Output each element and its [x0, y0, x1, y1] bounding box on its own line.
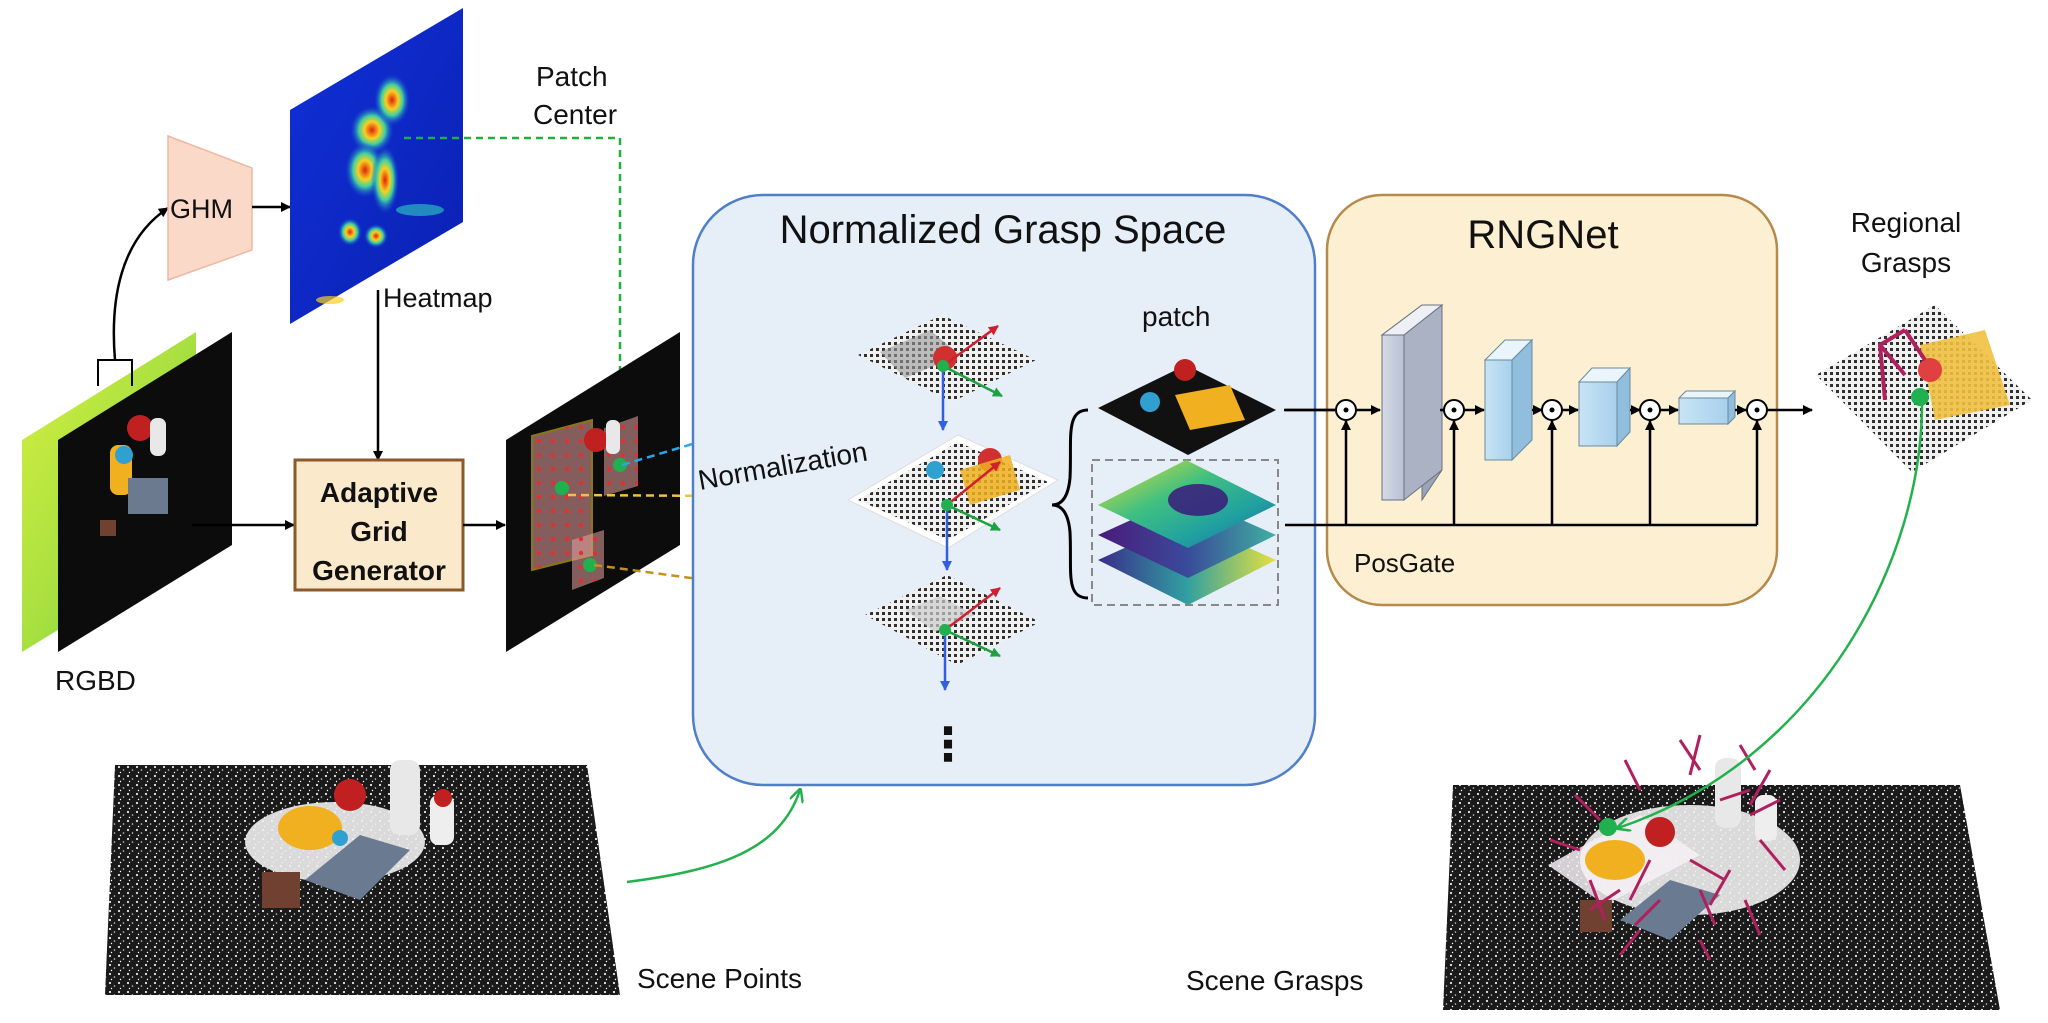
normalized-patch-3	[865, 575, 1040, 691]
brown-dashed-link	[593, 563, 946, 616]
scene-points-label: Scene Points	[637, 963, 802, 994]
regional-grasps-patch	[1816, 305, 2032, 472]
rngnet-gates-blocks: PosGate	[1285, 338, 1813, 578]
rgbd-to-ghm-arrow	[112, 206, 169, 361]
regional-to-scene-arrow	[1618, 403, 1924, 828]
conv-block-3	[1577, 366, 1632, 448]
patch-label: patch	[1142, 301, 1211, 332]
posgate-label: PosGate	[1354, 548, 1455, 578]
gate-2	[1443, 399, 1465, 421]
heatmap-image	[290, 8, 463, 324]
generator-box	[293, 458, 465, 592]
patch-center-label-line1: Patch	[536, 61, 608, 92]
conv-block-2	[1483, 338, 1534, 462]
conv-block-4	[1677, 389, 1737, 426]
objects-thumbnail	[100, 415, 168, 536]
gate-1	[1335, 399, 1357, 421]
adaptive-grid-generator: Adaptive Grid Generator	[293, 458, 465, 592]
ellipsis-more-patches: ⋮	[925, 718, 971, 770]
gate-5	[1746, 399, 1768, 421]
patch-rgb-image	[1098, 359, 1276, 455]
scene-grasps-cloud	[1443, 734, 2000, 1010]
gate-4	[1639, 399, 1661, 421]
ghm-module: GHM	[167, 134, 253, 282]
normalized-grasp-space: Normalized Grasp Space Normalization	[691, 193, 1317, 787]
ghm-trapezoid	[167, 134, 253, 282]
rngnet-title: RNGNet	[1467, 213, 1618, 257]
ghm-label: GHM	[170, 194, 233, 224]
normalized-patch-1	[858, 315, 1036, 431]
scene-to-normalized-arrow	[626, 790, 800, 884]
gate-3	[1541, 399, 1563, 421]
adaptive-grid-image	[506, 332, 680, 652]
generator-label-line1: Adaptive	[320, 477, 438, 508]
regional-grasps-label-line1: Regional	[1851, 207, 1962, 238]
rgbd-input: RGBD	[22, 332, 232, 696]
patch-center-dashed-link	[404, 136, 622, 420]
patch-center-label-line2: Center	[533, 99, 617, 130]
feature-maps-dashed-box	[1091, 459, 1279, 606]
generator-label-line2: Grid	[350, 516, 408, 547]
heatmap-label: Heatmap	[383, 283, 493, 313]
feature-maps-stack	[1098, 460, 1276, 605]
conv-block-1	[1380, 303, 1444, 502]
regional-grasp-gripper	[1877, 328, 1927, 401]
feature-brace	[1051, 408, 1089, 600]
normalized-space-title: Normalized Grasp Space	[780, 208, 1227, 252]
scene-grasps-label: Scene Grasps	[1186, 965, 1363, 996]
rgbd-label: RGBD	[55, 665, 136, 696]
scene-points-cloud	[105, 760, 620, 995]
regional-grasps-label-line2: Grasps	[1861, 247, 1951, 278]
generator-label-line3: Generator	[312, 555, 446, 586]
normalized-patch-2	[846, 434, 1060, 571]
